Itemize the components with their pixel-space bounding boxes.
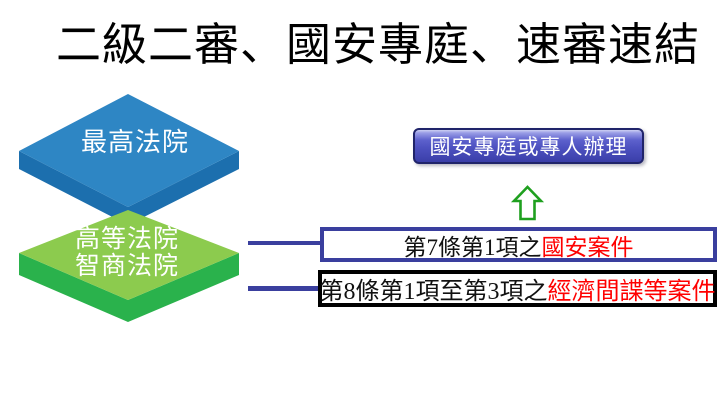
high-court-label-line1: 高等法院	[74, 225, 179, 253]
court-pyramid-diagram	[19, 94, 239, 322]
case-box-article7-prefix: 第7條第1項之	[403, 234, 542, 260]
supreme-court-label: 最高法院	[80, 127, 189, 157]
slide-title: 二級二審、國安專庭、速審速結	[55, 20, 700, 70]
high-court-label-line2: 智商法院	[74, 252, 179, 280]
case-box-article7: 第7條第1項之國安案件	[320, 227, 717, 262]
connector-line-article7	[248, 241, 322, 245]
supreme-court-layer-face	[19, 94, 239, 207]
connector-line-article8	[248, 286, 320, 291]
case-box-article7-highlight: 國安案件	[541, 234, 634, 260]
up-arrow-icon	[510, 185, 545, 221]
high-court-layer-side	[19, 253, 239, 322]
case-box-article8-highlight: 經濟間諜等案件	[547, 279, 716, 305]
high-court-label: 高等法院 智商法院	[52, 226, 202, 280]
supreme-court-layer-side	[19, 151, 239, 225]
case-box-article8-prefix: 第8條第1項至第3項之	[319, 279, 548, 305]
national-security-chamber-button: 國安專庭或專人辦理	[413, 128, 644, 164]
case-box-article8: 第8條第1項至第3項之經濟間諜等案件	[318, 270, 717, 307]
high-court-layer-face	[19, 210, 239, 300]
